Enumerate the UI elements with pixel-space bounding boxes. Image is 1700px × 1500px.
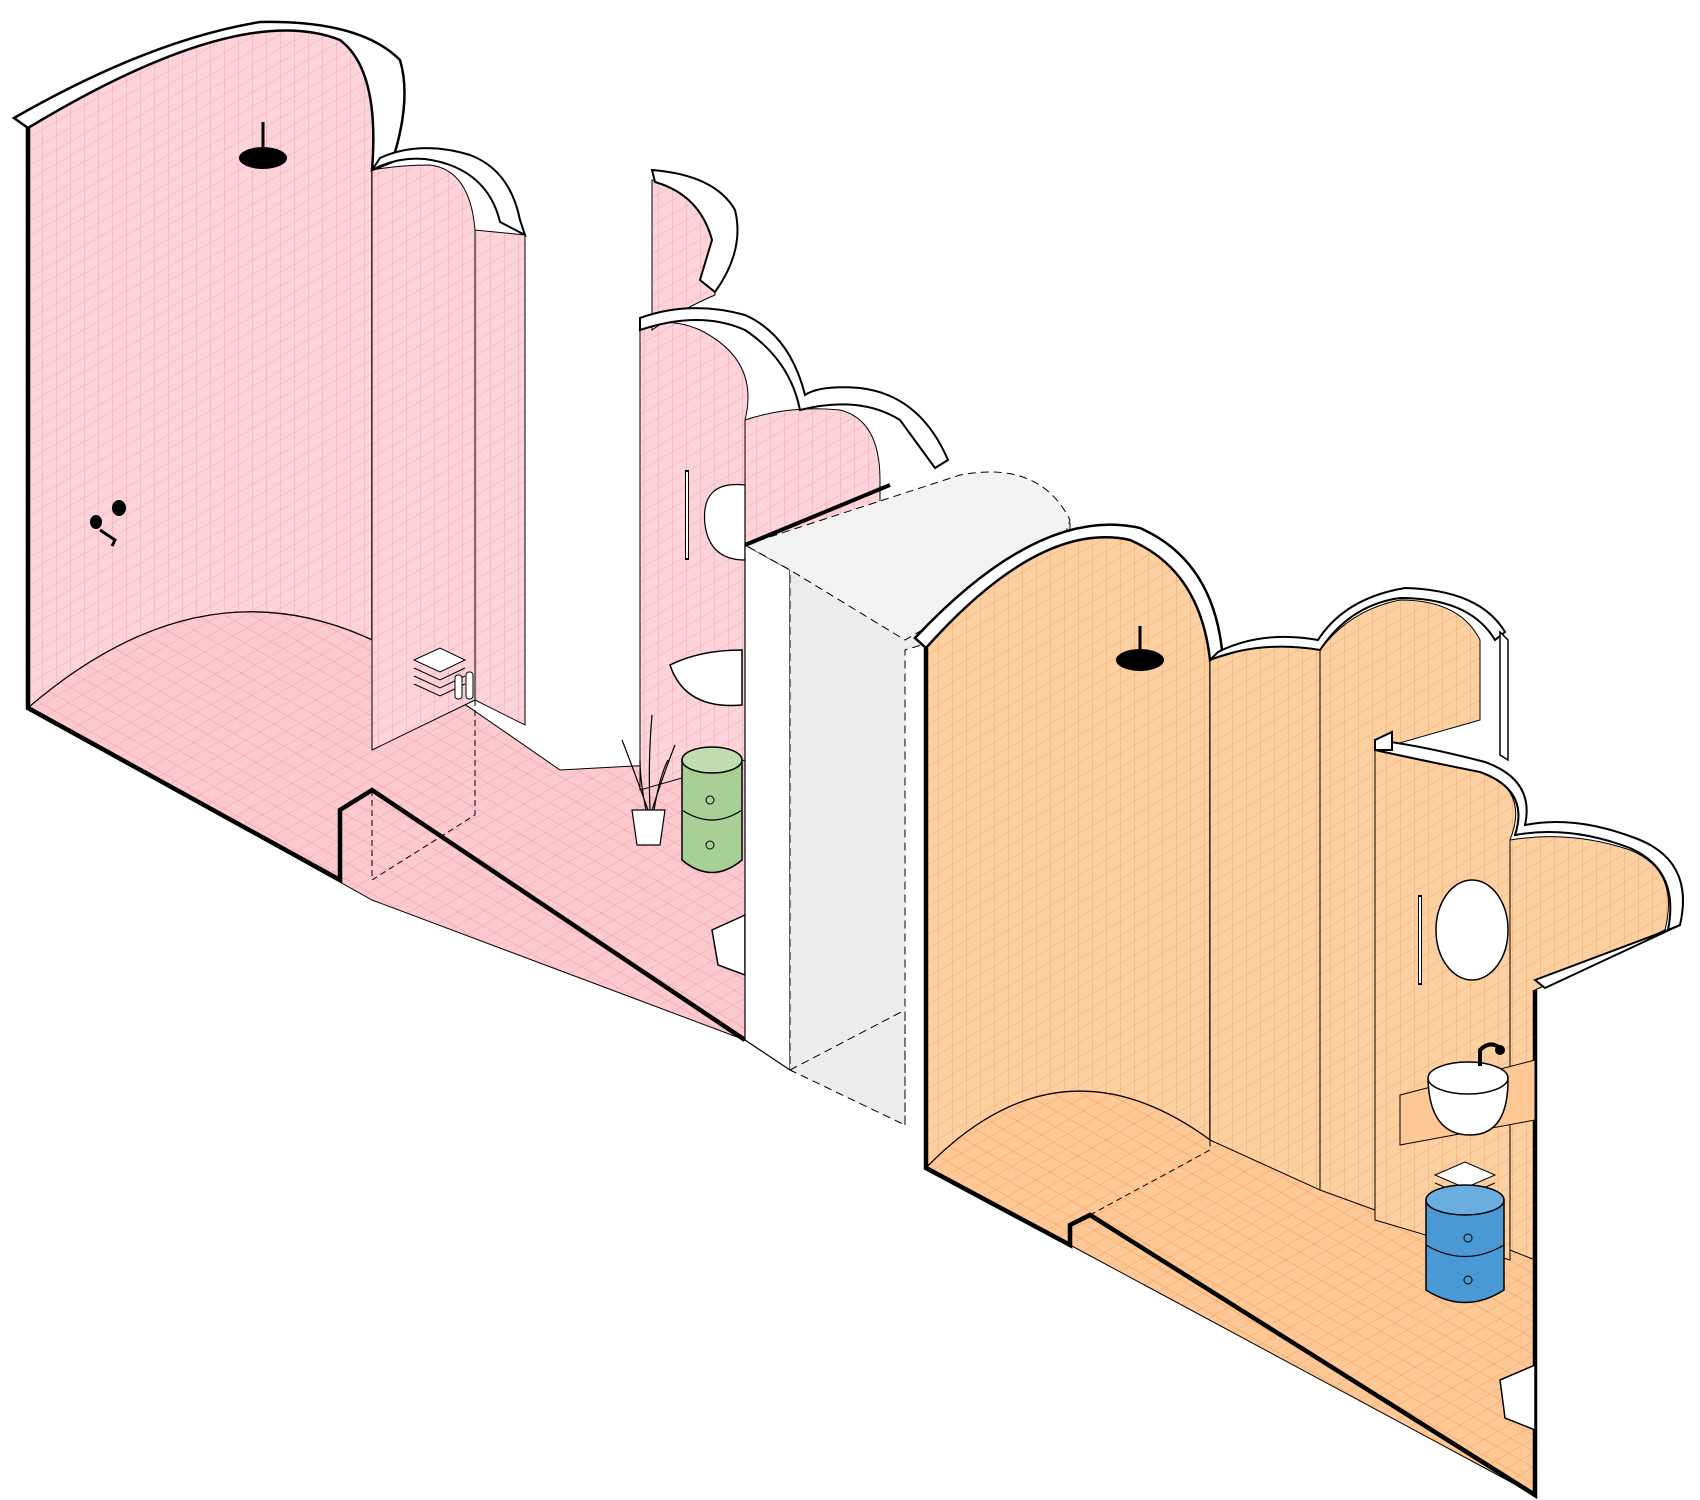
blue-drawer-cabinet-icon bbox=[1425, 1184, 1505, 1304]
pink-niche-pillar bbox=[474, 229, 526, 726]
party-wall-face bbox=[744, 543, 791, 1072]
pink-floor bbox=[27, 611, 746, 1041]
pink-ghost-lines bbox=[371, 700, 476, 881]
party-wall bbox=[743, 471, 1071, 1126]
toiletry-bottles-icon bbox=[454, 671, 474, 700]
orange-back-wall bbox=[925, 536, 1211, 1170]
orange-niche-wall bbox=[1209, 642, 1321, 1191]
orange-ghost-lines bbox=[1089, 1140, 1211, 1216]
orange-column-cap bbox=[1209, 586, 1507, 661]
pink-round-mirror-icon bbox=[703, 483, 746, 561]
wall-mixer-tap-icon bbox=[90, 500, 126, 547]
orange-vessel-sink-icon bbox=[1399, 1059, 1536, 1146]
party-wall-dash bbox=[789, 1009, 906, 1125]
pink-niche-wall bbox=[371, 164, 476, 751]
orange-right-edge-cap bbox=[1533, 924, 1681, 990]
orange-wall-toilet-icon bbox=[1499, 1363, 1536, 1432]
pink-wall-cap bbox=[11, 20, 406, 172]
snake-plant-icon bbox=[621, 714, 676, 846]
pink-upper-cap bbox=[650, 168, 739, 294]
basin-tap-icon bbox=[1478, 1042, 1505, 1066]
orange-right-column-edge bbox=[1499, 630, 1509, 762]
green-drawer-cabinet-icon bbox=[681, 746, 743, 874]
orange-rain-shower-head-icon bbox=[1116, 626, 1164, 671]
pink-niche-cap bbox=[371, 147, 527, 238]
orange-bathroom bbox=[913, 523, 1684, 1500]
orange-column bbox=[1319, 599, 1481, 1211]
orange-right-wall bbox=[1509, 836, 1669, 1261]
orange-inner-cap-corner bbox=[1374, 730, 1393, 751]
pink-right-cap bbox=[639, 307, 950, 470]
pink-vessel-sink-icon bbox=[669, 649, 743, 707]
orange-round-mirror-icon bbox=[1435, 879, 1509, 981]
orange-section-cut bbox=[923, 648, 1538, 1500]
party-wall-edge bbox=[744, 483, 891, 547]
rain-shower-head-icon bbox=[239, 122, 287, 169]
pink-section-cut bbox=[25, 128, 747, 1042]
pink-back-wall bbox=[27, 29, 375, 710]
